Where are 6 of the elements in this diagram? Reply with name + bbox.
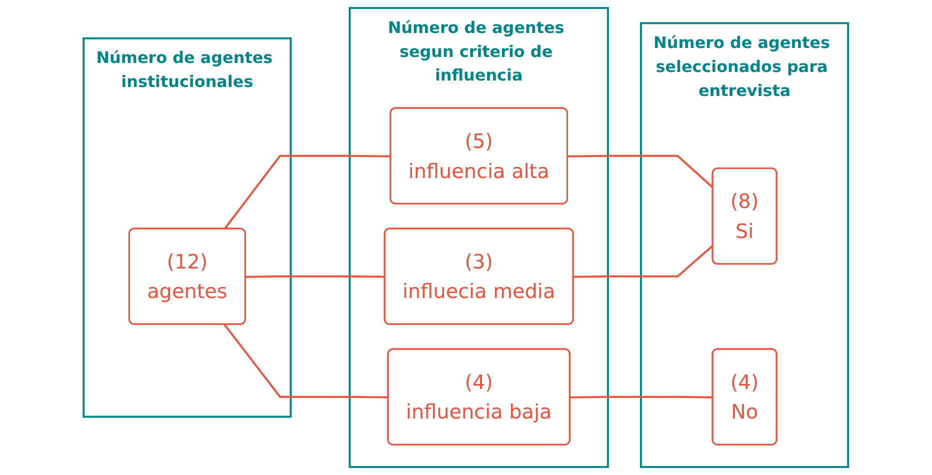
connector (246, 275, 386, 278)
connector (568, 154, 714, 188)
connector (570, 396, 714, 398)
connector (574, 244, 714, 278)
connector (224, 154, 392, 230)
connector (224, 324, 389, 398)
